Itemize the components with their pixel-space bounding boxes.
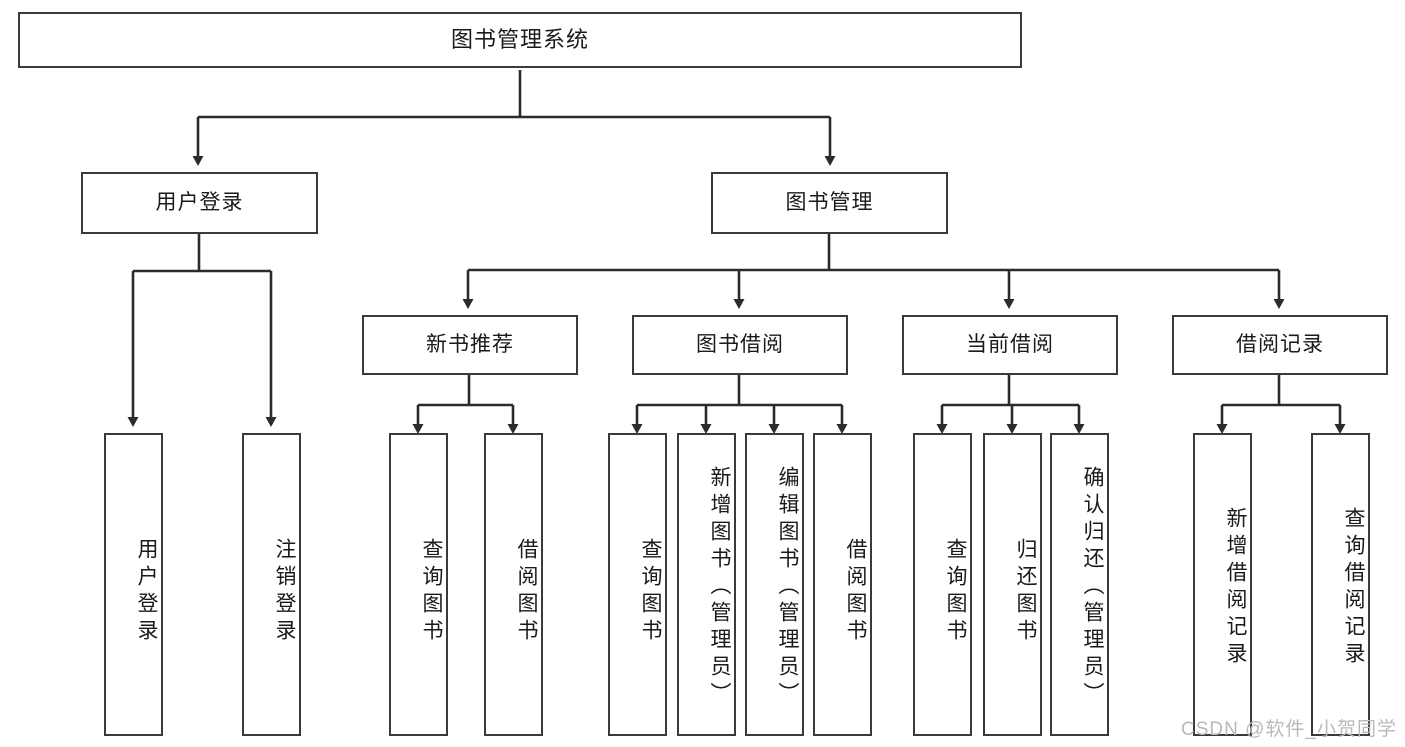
node-user-login-label: 用户登录 (155, 191, 244, 215)
node-leaf-return-book[interactable]: 归还图书 (983, 433, 1042, 736)
node-leaf-borrow-book-1[interactable]: 借阅图书 (484, 433, 543, 736)
node-leaf-user-login[interactable]: 用户登录 (104, 433, 163, 736)
node-leaf-add-record[interactable]: 新增借阅记录 (1193, 433, 1252, 736)
node-leaf-borrow-book-1-label: 借阅图书 (515, 537, 538, 646)
watermark-text: CSDN @软件_小贺同学 (1181, 719, 1397, 740)
node-leaf-add-book[interactable]: 新增图书（管理员） (677, 433, 736, 736)
node-leaf-edit-book-label: 编辑图书（管理员） (776, 466, 799, 709)
node-leaf-user-login-label: 用户登录 (135, 537, 158, 646)
node-leaf-query-book-3-label: 查询图书 (944, 537, 967, 646)
node-new-book-recommend-label: 新书推荐 (426, 333, 514, 357)
node-leaf-query-book-3[interactable]: 查询图书 (913, 433, 972, 736)
node-leaf-query-book-1-label: 查询图书 (420, 537, 443, 646)
node-book-borrow[interactable]: 图书借阅 (632, 315, 848, 375)
node-leaf-query-book-1[interactable]: 查询图书 (389, 433, 448, 736)
node-leaf-edit-book[interactable]: 编辑图书（管理员） (745, 433, 804, 736)
node-root[interactable]: 图书管理系统 (18, 12, 1022, 68)
node-root-label: 图书管理系统 (450, 26, 589, 52)
node-leaf-confirm-return[interactable]: 确认归还（管理员） (1050, 433, 1109, 736)
node-book-borrow-label: 图书借阅 (696, 333, 784, 357)
node-leaf-logout-label: 注销登录 (273, 537, 296, 646)
node-leaf-query-record-label: 查询借阅记录 (1342, 506, 1365, 669)
node-leaf-add-book-label: 新增图书（管理员） (708, 466, 731, 709)
node-user-login[interactable]: 用户登录 (81, 172, 318, 234)
node-leaf-query-book-2-label: 查询图书 (639, 537, 662, 646)
node-leaf-logout[interactable]: 注销登录 (242, 433, 301, 736)
node-leaf-add-record-label: 新增借阅记录 (1224, 506, 1247, 669)
node-current-borrow[interactable]: 当前借阅 (902, 315, 1118, 375)
node-borrow-record[interactable]: 借阅记录 (1172, 315, 1388, 375)
node-leaf-borrow-book-2[interactable]: 借阅图书 (813, 433, 872, 736)
node-book-management[interactable]: 图书管理 (711, 172, 948, 234)
node-new-book-recommend[interactable]: 新书推荐 (362, 315, 578, 375)
node-leaf-confirm-return-label: 确认归还（管理员） (1081, 466, 1104, 709)
node-current-borrow-label: 当前借阅 (966, 333, 1054, 357)
node-leaf-query-book-2[interactable]: 查询图书 (608, 433, 667, 736)
node-book-management-label: 图书管理 (785, 191, 874, 215)
node-leaf-return-book-label: 归还图书 (1014, 537, 1037, 646)
node-leaf-borrow-book-2-label: 借阅图书 (844, 537, 867, 646)
node-borrow-record-label: 借阅记录 (1236, 333, 1324, 357)
node-leaf-query-record[interactable]: 查询借阅记录 (1311, 433, 1370, 736)
